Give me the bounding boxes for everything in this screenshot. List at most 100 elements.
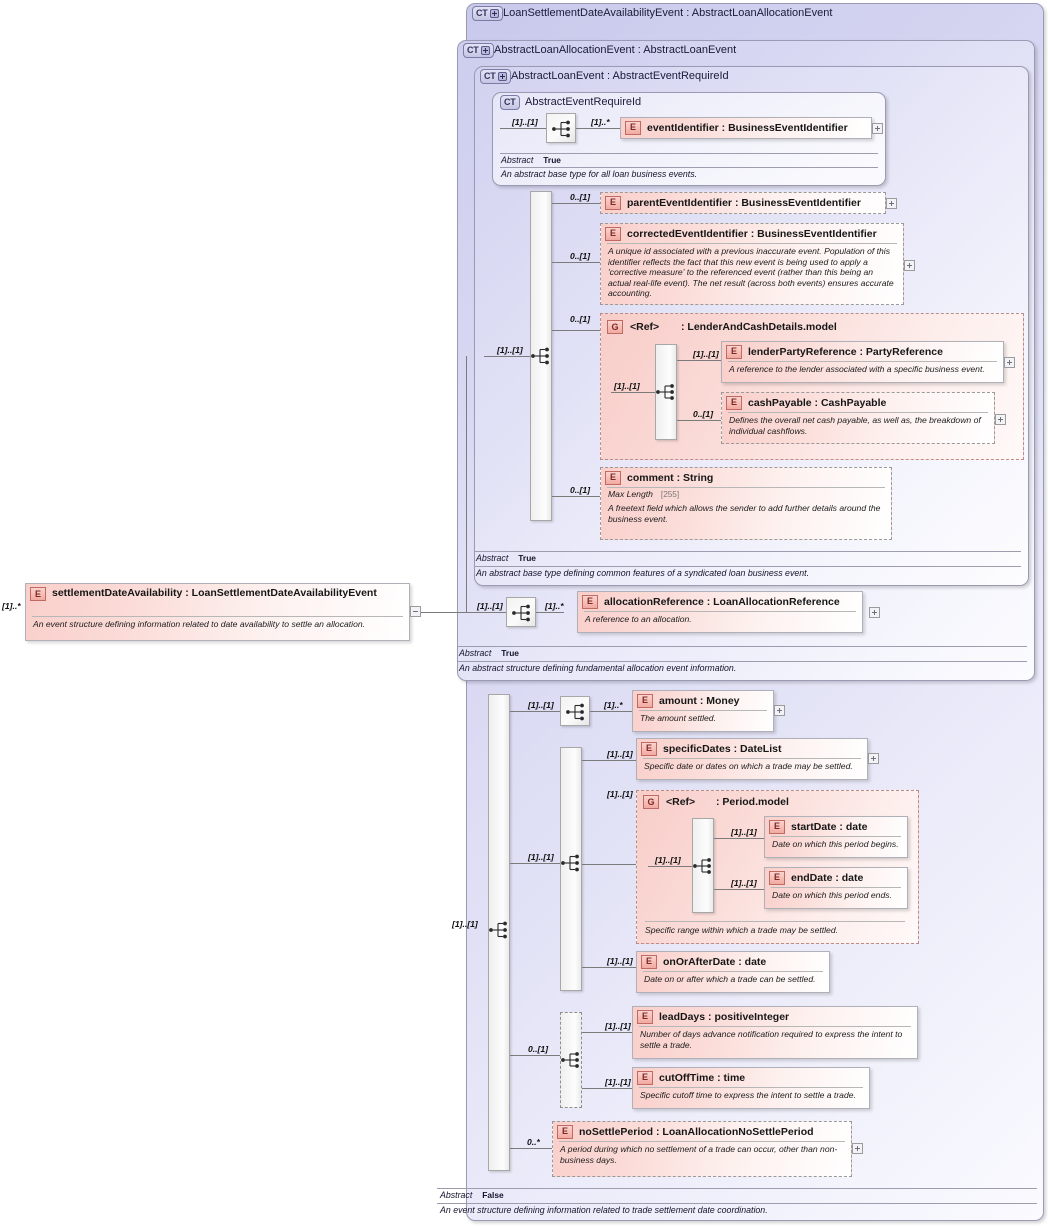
sequence-icon-lender-and-cash-details[interactable] <box>651 377 681 407</box>
group-type-period-model: : Period.model <box>716 796 789 808</box>
expand-icon-no-settle-period[interactable] <box>852 1143 863 1154</box>
collapse-icon-root-element[interactable] <box>410 606 421 617</box>
element-label: allocationReference : LoanAllocationRefe… <box>604 595 840 608</box>
type-title-outer: LoanSettlementDateAvailabilityEvent : Ab… <box>503 7 833 19</box>
element-chip-e: E <box>641 741 657 756</box>
divider <box>639 1026 911 1027</box>
element-doc-no-settle-period: A period during which no settlement of a… <box>560 1144 838 1165</box>
connector-line <box>536 612 564 613</box>
element-header: E correctedEventIdentifier : BusinessEve… <box>601 224 903 243</box>
sequence-icon-level2[interactable] <box>506 597 536 627</box>
connector-line <box>582 1088 632 1089</box>
sequence-icon-level4[interactable] <box>546 113 576 143</box>
element-box-settlement-date-availability[interactable]: E settlementDateAvailability : LoanSettl… <box>25 583 410 641</box>
element-label: eventIdentifier : BusinessEventIdentifie… <box>647 121 848 134</box>
element-doc-specific-dates: Specific date or dates on which a trade … <box>644 761 853 771</box>
connector-line <box>421 612 466 613</box>
expand-icon-cash-payable[interactable] <box>995 414 1006 425</box>
element-box-cut-off-time[interactable]: E cutOffTime : time Specific cutoff time… <box>632 1067 870 1109</box>
expand-icon-specific-dates[interactable] <box>868 753 879 764</box>
ct-chip-outer[interactable]: CT <box>472 6 503 21</box>
element-box-event-identifier[interactable]: E eventIdentifier : BusinessEventIdentif… <box>620 117 872 139</box>
sequence-icon-level3[interactable] <box>526 341 556 371</box>
sequence-glyph <box>561 1052 579 1068</box>
divider <box>457 661 1027 662</box>
element-chip-e: E <box>637 1070 653 1085</box>
divider <box>728 412 988 413</box>
connector-line <box>611 392 655 393</box>
abstract-value: True <box>543 155 561 165</box>
element-box-amount[interactable]: E amount : Money The amount settled. <box>632 690 774 732</box>
connector-line <box>510 1148 552 1149</box>
sequence-bar-outer[interactable] <box>488 694 510 1171</box>
divider <box>645 921 905 922</box>
element-doc-on-or-after-date: Date on or after which a trade can be se… <box>644 974 816 984</box>
element-box-cash-payable[interactable]: E cashPayable : CashPayable Defines the … <box>721 392 995 444</box>
element-box-lender-party-reference[interactable]: E lenderPartyReference : PartyReference … <box>721 341 1004 383</box>
cardinality-amount: [1]..* <box>604 700 623 710</box>
element-header: E eventIdentifier : BusinessEventIdentif… <box>621 118 871 137</box>
connector-line <box>714 889 764 890</box>
connector-line <box>677 420 721 421</box>
element-chip-e: E <box>582 594 598 609</box>
group-chip-g: G <box>607 320 623 334</box>
element-box-start-date[interactable]: E startDate : date Date on which this pe… <box>764 816 908 858</box>
element-doc-lender-party-reference: A reference to the lender associated wit… <box>729 364 985 374</box>
element-box-no-settle-period[interactable]: E noSettlePeriod : LoanAllocationNoSettl… <box>552 1121 852 1177</box>
expand-icon-lender-party-reference[interactable] <box>1004 357 1015 368</box>
expand-icon-allocation-reference[interactable] <box>869 607 880 618</box>
sequence-glyph <box>489 921 507 939</box>
cardinality-period-inner-sequence: [1]..[1] <box>655 855 681 865</box>
sequence-icon-inner[interactable] <box>556 848 586 878</box>
divider <box>559 1141 845 1142</box>
cardinality-start-date: [1]..[1] <box>731 827 757 837</box>
connector-line <box>510 863 560 864</box>
expand-plus-icon[interactable] <box>497 72 507 81</box>
element-label: specificDates : DateList <box>663 742 782 755</box>
sequence-icon-amount[interactable] <box>560 696 590 726</box>
expand-plus-icon[interactable] <box>489 9 499 18</box>
element-doc-amount: The amount settled. <box>640 713 716 723</box>
ct-chip-level3[interactable]: CT <box>480 69 511 84</box>
expand-icon-corrected-event-identifier[interactable] <box>904 260 915 271</box>
expand-icon-event-identifier[interactable] <box>872 123 883 134</box>
expand-icon-parent-event-identifier[interactable] <box>886 198 897 209</box>
cardinality-amount-sequence: [1]..[1] <box>528 700 554 710</box>
element-box-allocation-reference[interactable]: E allocationReference : LoanAllocationRe… <box>577 591 863 633</box>
element-label: parentEventIdentifier : BusinessEventIde… <box>627 196 861 209</box>
element-box-corrected-event-identifier[interactable]: E correctedEventIdentifier : BusinessEve… <box>600 223 904 305</box>
expand-plus-icon[interactable] <box>480 46 490 55</box>
element-chip-e: E <box>625 120 641 135</box>
cardinality-end-date: [1]..[1] <box>731 878 757 888</box>
element-doc-start-date: Date on which this period begins. <box>772 839 899 849</box>
sequence-icon-optional-lead-days[interactable] <box>556 1045 586 1075</box>
sequence-icon-period-model[interactable] <box>688 851 718 881</box>
element-doc-comment: A freetext field which allows the sender… <box>608 503 881 524</box>
group-label-ref: <Ref> <box>666 796 696 808</box>
element-box-on-or-after-date[interactable]: E onOrAfterDate : date Date on or after … <box>636 951 830 993</box>
element-label: comment : String <box>627 471 714 484</box>
element-header: E specificDates : DateList <box>637 739 867 758</box>
element-doc-cut-off-time: Specific cutoff time to express the inte… <box>640 1090 856 1100</box>
element-box-comment[interactable]: E comment : String Max Length[255] A fre… <box>600 467 892 540</box>
cardinality-event-identifier: [1]..* <box>591 117 610 127</box>
connector-line <box>582 760 636 761</box>
connector-line <box>590 711 632 712</box>
element-doc-root: An event structure defining information … <box>33 619 366 629</box>
divider <box>643 758 861 759</box>
connector-line <box>552 203 600 204</box>
element-box-end-date[interactable]: E endDate : date Date on which this peri… <box>764 867 908 909</box>
element-box-parent-event-identifier[interactable]: E parentEventIdentifier : BusinessEventI… <box>600 192 886 214</box>
ct-chip-level2[interactable]: CT <box>463 43 494 58</box>
cardinality-allocation-reference: [1]..* <box>545 601 564 611</box>
sequence-icon-outer[interactable] <box>484 915 514 945</box>
element-box-specific-dates[interactable]: E specificDates : DateList Specific date… <box>636 738 868 780</box>
element-doc-end-date: Date on which this period ends. <box>772 890 892 900</box>
element-box-lead-days[interactable]: E leadDays : positiveInteger Number of d… <box>632 1006 918 1059</box>
element-header: E leadDays : positiveInteger <box>633 1007 917 1026</box>
element-chip-e: E <box>641 954 657 969</box>
element-chip-e: E <box>726 344 742 359</box>
expand-icon-amount[interactable] <box>774 705 785 716</box>
element-header: E comment : String <box>601 468 891 487</box>
